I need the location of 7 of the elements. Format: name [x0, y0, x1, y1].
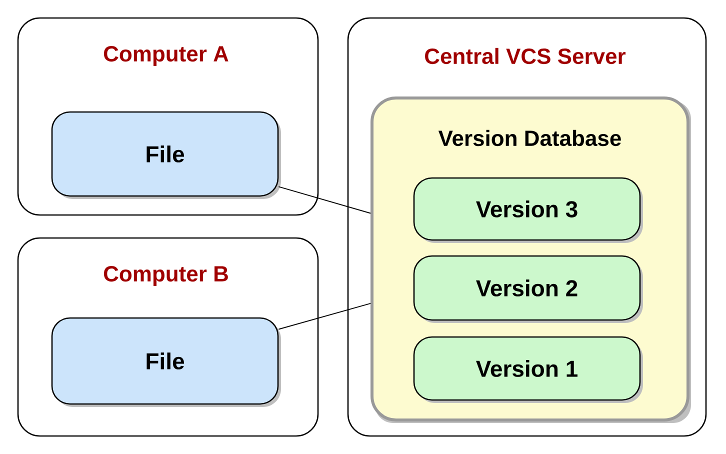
file-box: File: [51, 317, 281, 407]
version-box: Version 3: [413, 177, 643, 243]
file-box: File: [51, 111, 281, 199]
connector-line: [278, 302, 371, 330]
version-box: Version 2: [413, 255, 643, 323]
version-box: Version 1: [413, 336, 643, 403]
connector-line: [278, 186, 371, 214]
